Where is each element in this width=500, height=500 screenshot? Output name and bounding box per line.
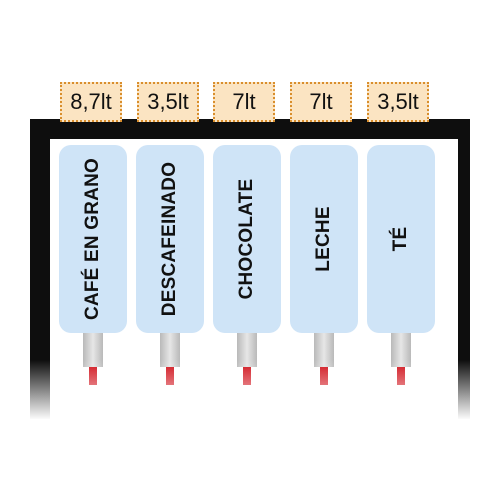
dispenser-spout-1 [83,333,103,367]
canister-cafe-en-grano: CAFÉ EN GRANO [59,145,127,333]
dispenser-spout-2 [160,333,180,367]
canister-leche: LECHE [290,145,358,333]
canister-label: CHOCOLATE [236,178,257,300]
capacity-label-2: 3,5lt [137,82,199,122]
canister-label: CAFÉ EN GRANO [82,158,103,320]
capacity-label-4: 7lt [290,82,352,122]
capacity-label-1: 8,7lt [60,82,122,122]
capacity-label-3: 7lt [213,82,275,122]
dispenser-spout-3 [237,333,257,367]
canister-label: TÉ [390,226,411,252]
canister-label: DESCAFEINADO [159,161,180,317]
canister-chocolate: CHOCOLATE [213,145,281,333]
bottom-fade [0,360,500,500]
canister-label: LECHE [313,206,334,272]
canister-descafeinado: DESCAFEINADO [136,145,204,333]
dispenser-spout-5 [391,333,411,367]
dispenser-spout-4 [314,333,334,367]
canister-te: TÉ [367,145,435,333]
capacity-label-5: 3,5lt [367,82,429,122]
